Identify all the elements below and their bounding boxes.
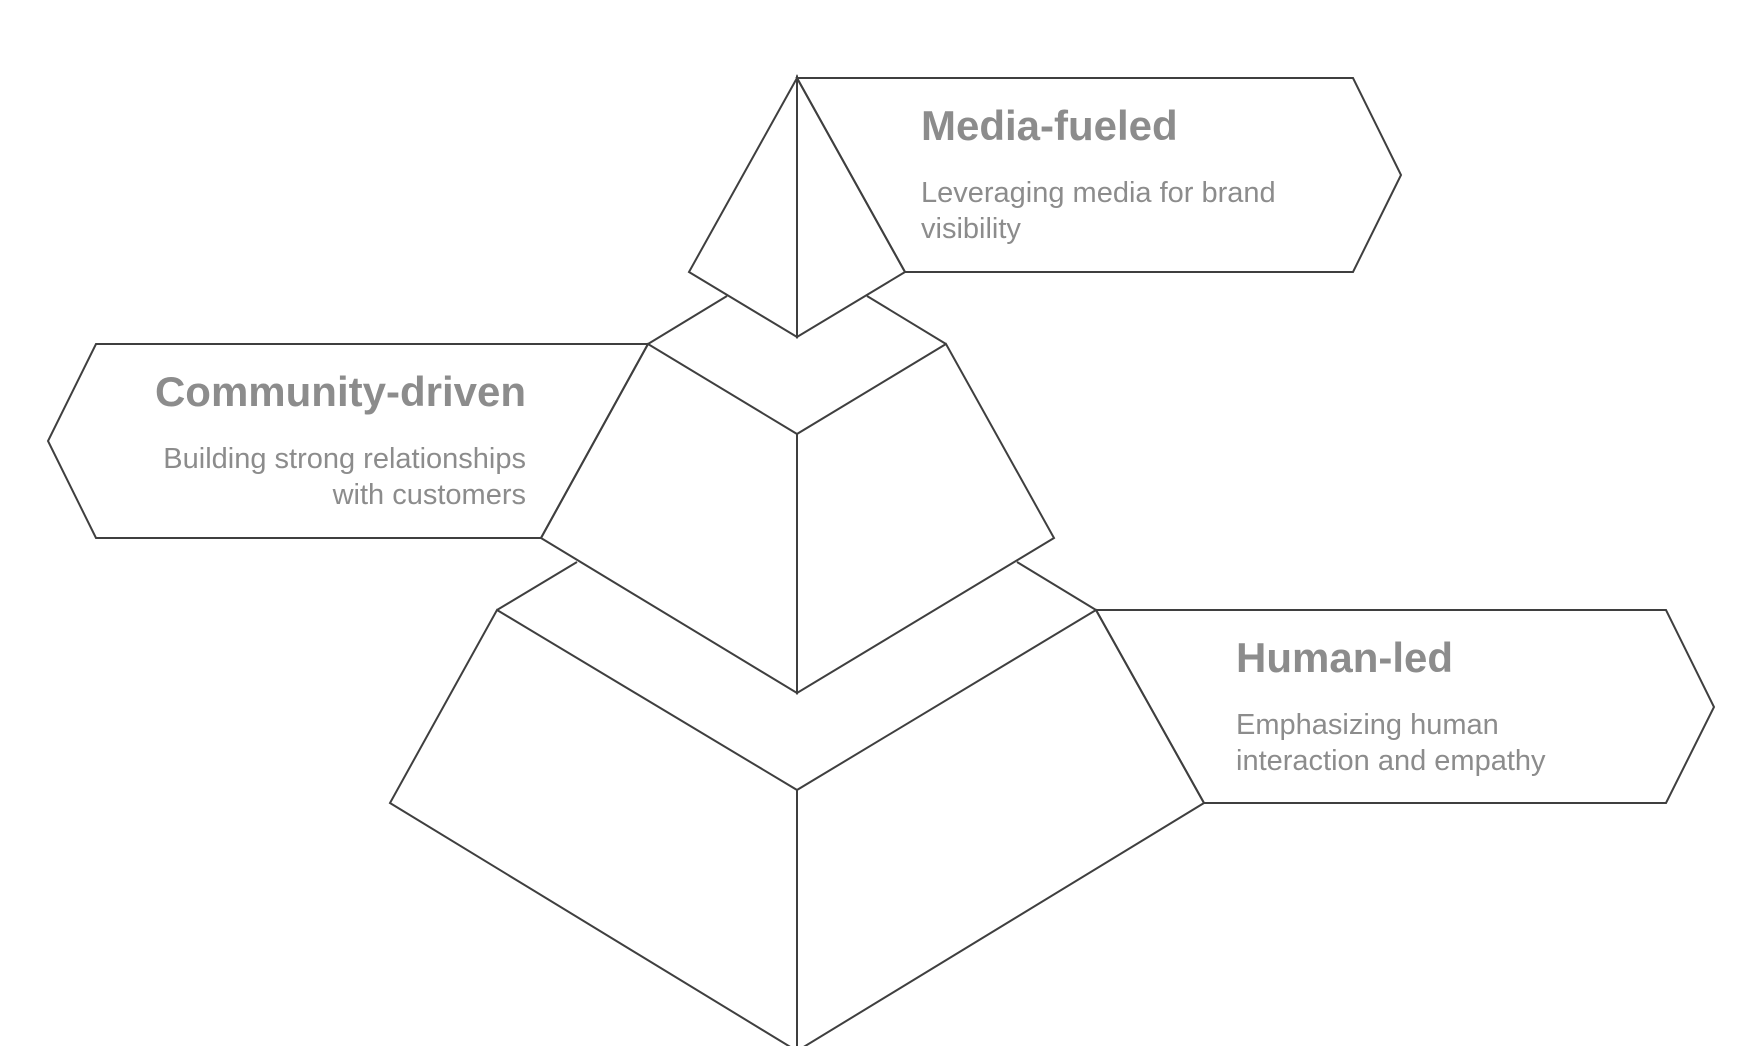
callout-community-driven-desc-line-2: with customers — [332, 479, 526, 511]
callout-community-driven: Community-driven Building strong relatio… — [46, 343, 650, 539]
pyramid-top-right-face — [796, 74, 907, 339]
pyramid-top-ridge-right — [866, 295, 947, 345]
callout-media-fueled: Media-fueled Leveraging media for brand … — [795, 77, 1403, 273]
pyramid-top-left-face — [687, 74, 798, 339]
callout-media-fueled-desc-line-1: Leveraging media for brand — [921, 177, 1276, 209]
pyramid-bottom-left-face — [388, 608, 798, 1046]
pyramid-top-ridge-left — [647, 295, 728, 345]
callout-media-fueled-title: Media-fueled — [921, 102, 1178, 149]
pyramid-middle-ridge-right — [1016, 561, 1097, 611]
callout-human-led-desc-line-1: Emphasizing human — [1236, 709, 1499, 741]
callout-community-driven-shape — [46, 343, 650, 539]
pyramid-bottom-right-face — [796, 608, 1206, 1046]
callout-media-fueled-shape — [795, 77, 1403, 273]
callout-human-led-title: Human-led — [1236, 634, 1453, 681]
pyramid-tier-top — [647, 74, 947, 345]
pyramid-middle-right-face — [796, 342, 1056, 695]
callout-human-led-desc-line-2: interaction and empathy — [1236, 745, 1546, 777]
pyramid-tier-middle — [496, 342, 1097, 695]
pyramid-middle-ridge-left — [496, 561, 578, 611]
callout-community-driven-desc-line-1: Building strong relationships — [163, 443, 526, 475]
callout-media-fueled-desc-line-2: visibility — [921, 213, 1021, 245]
callout-human-led: Human-led Emphasizing human interaction … — [1094, 609, 1716, 804]
callout-human-led-shape — [1094, 609, 1716, 804]
pyramid-middle-left-face — [539, 342, 798, 695]
callout-community-driven-title: Community-driven — [155, 368, 526, 415]
